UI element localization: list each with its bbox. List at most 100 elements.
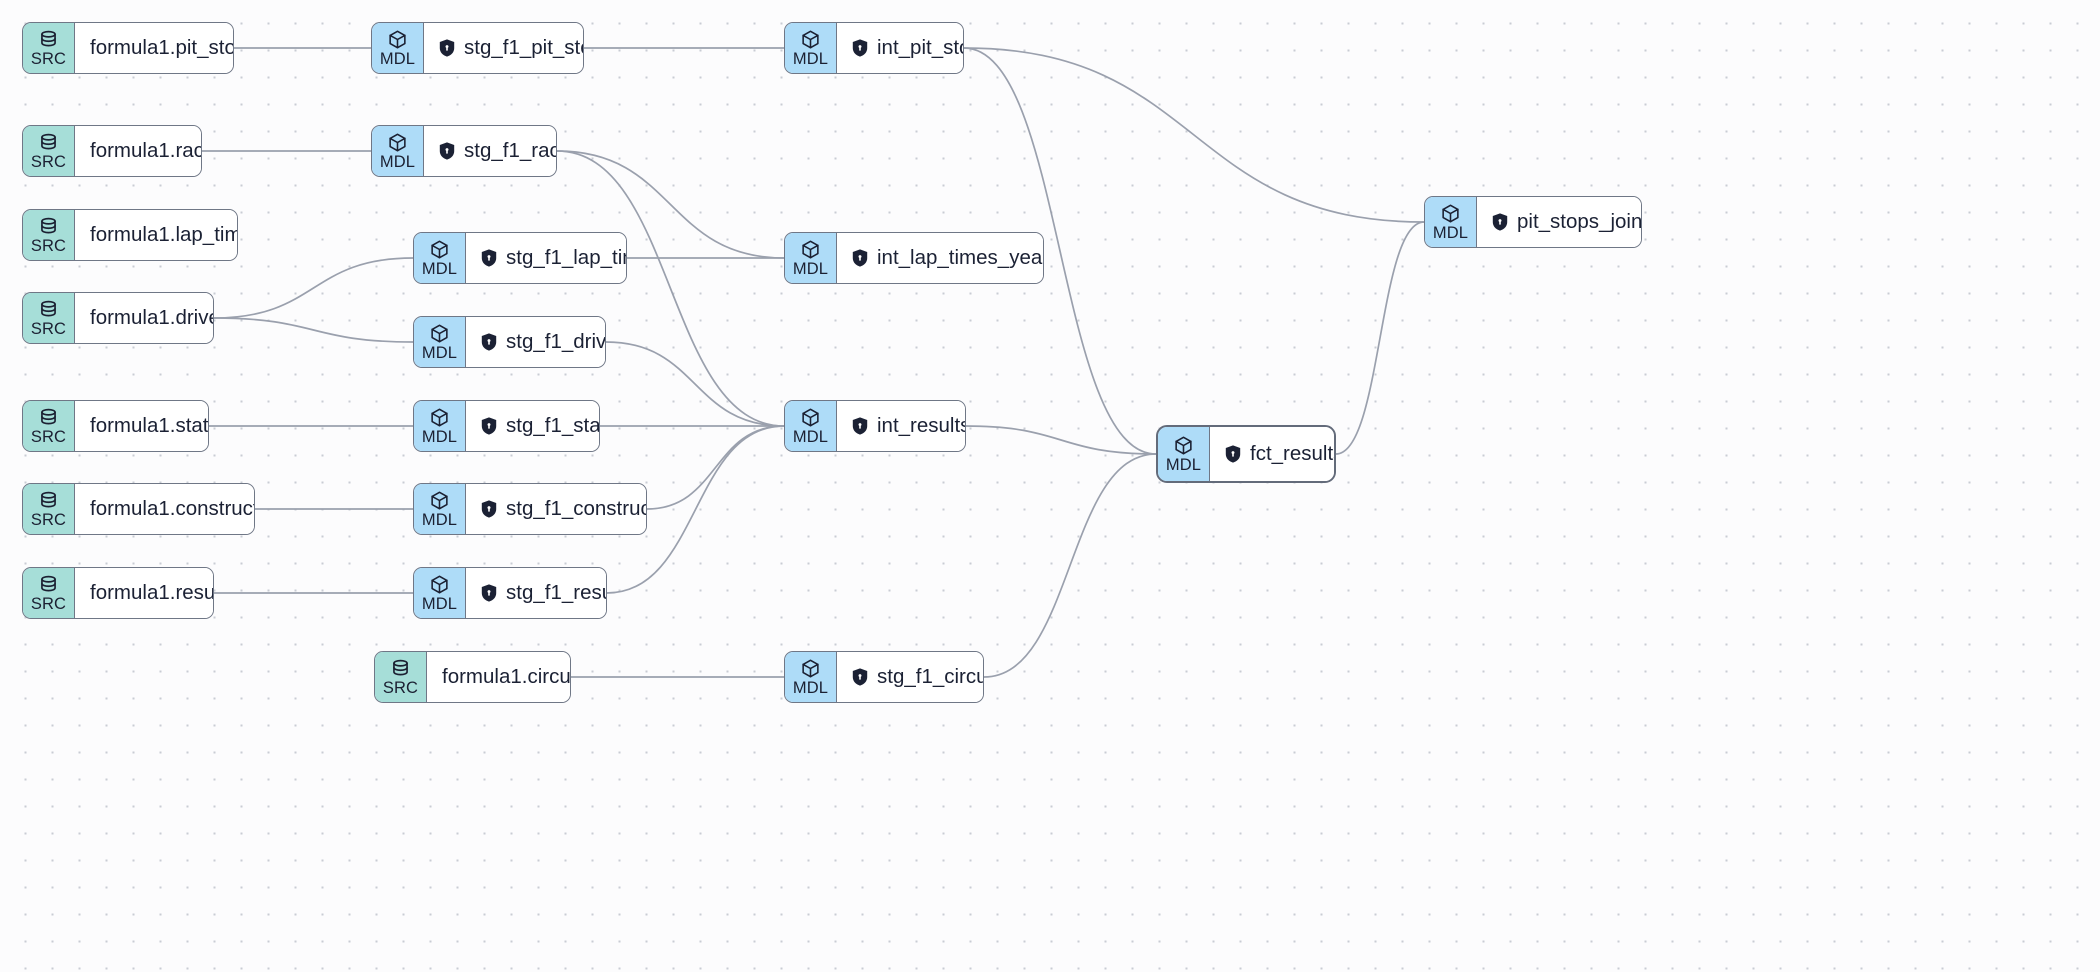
model-badge: MDL: [372, 126, 424, 176]
node-body: formula1.results: [75, 568, 213, 618]
node-int_results[interactable]: MDL int_results: [784, 400, 966, 452]
node-label: fct_results: [1250, 441, 1336, 465]
database-icon: [38, 574, 59, 595]
node-body: formula1.status: [75, 401, 209, 451]
shield-icon: [1225, 445, 1241, 463]
source-badge: SRC: [23, 484, 75, 534]
database-icon: [390, 658, 411, 679]
node-label: formula1.status: [90, 413, 209, 437]
source-badge: SRC: [375, 652, 427, 702]
node-label: stg_f1_circuits: [877, 664, 983, 688]
node-label: formula1.lap_times: [90, 222, 237, 246]
shield-icon: [481, 249, 497, 267]
node-src_circuits[interactable]: SRC formula1.circuits: [374, 651, 571, 703]
badge-label: MDL: [792, 50, 829, 69]
database-icon: [38, 216, 59, 237]
model-badge: MDL: [1158, 427, 1210, 481]
badge-label: MDL: [421, 260, 458, 279]
node-stg_circuits[interactable]: MDL stg_f1_circuits: [784, 651, 984, 703]
database-icon: [38, 29, 59, 50]
model-badge: MDL: [785, 233, 837, 283]
node-label: pit_stops_joined: [1517, 209, 1642, 233]
badge-label: SRC: [30, 50, 67, 69]
node-body: stg_f1_drivers: [466, 317, 605, 367]
shield-icon: [481, 417, 497, 435]
model-badge: MDL: [785, 23, 837, 73]
cube-icon: [1440, 203, 1461, 224]
edge-src_drivers-to-stg_drivers: [213, 317, 414, 343]
badge-label: SRC: [30, 428, 67, 447]
cube-icon: [387, 132, 408, 153]
node-stg_lap_times[interactable]: MDL stg_f1_lap_times: [413, 232, 627, 284]
node-label: int_pit_stops: [877, 35, 963, 59]
badge-label: MDL: [792, 679, 829, 698]
node-src_lap_times[interactable]: SRC formula1.lap_times: [22, 209, 238, 261]
badge-label: SRC: [30, 595, 67, 614]
node-body: fct_results: [1210, 427, 1336, 481]
node-label: formula1.results: [90, 580, 213, 604]
badge-label: SRC: [30, 237, 67, 256]
cube-icon: [429, 574, 450, 595]
node-src_status[interactable]: SRC formula1.status: [22, 400, 209, 452]
node-body: int_lap_times_years: [837, 233, 1043, 283]
edge-int_results-to-fct_results: [965, 425, 1157, 455]
cube-icon: [429, 239, 450, 260]
cube-icon: [1173, 435, 1194, 456]
node-label: formula1.pit_stops: [90, 35, 233, 59]
node-body: stg_f1_constructors: [466, 484, 646, 534]
node-src_pit_stops[interactable]: SRC formula1.pit_stops: [22, 22, 234, 74]
database-icon: [38, 407, 59, 428]
node-body: formula1.pit_stops: [75, 23, 233, 73]
node-body: int_results: [837, 401, 966, 451]
node-body: stg_f1_races: [424, 126, 556, 176]
model-badge: MDL: [785, 401, 837, 451]
node-label: stg_f1_results: [506, 580, 606, 604]
shield-icon: [852, 39, 868, 57]
node-fct_results[interactable]: MDL fct_results: [1156, 425, 1336, 483]
shield-icon: [481, 333, 497, 351]
model-badge: MDL: [785, 652, 837, 702]
badge-label: MDL: [379, 50, 416, 69]
node-stg_races[interactable]: MDL stg_f1_races: [371, 125, 557, 177]
edge-src_drivers-to-stg_lap_times: [213, 257, 414, 319]
node-label: stg_f1_constructors: [506, 496, 646, 520]
node-label: stg_f1_races: [464, 138, 556, 162]
model-badge: MDL: [414, 233, 466, 283]
node-body: stg_f1_pit_stops: [424, 23, 583, 73]
database-icon: [38, 490, 59, 511]
node-body: formula1.races: [75, 126, 201, 176]
node-label: stg_f1_status: [506, 413, 600, 437]
cube-icon: [800, 239, 821, 260]
node-src_results[interactable]: SRC formula1.results: [22, 567, 214, 619]
cube-icon: [429, 490, 450, 511]
database-icon: [38, 132, 59, 153]
shield-icon: [439, 142, 455, 160]
badge-label: SRC: [382, 679, 419, 698]
node-src_drivers[interactable]: SRC formula1.drivers: [22, 292, 214, 344]
node-stg_results[interactable]: MDL stg_f1_results: [413, 567, 607, 619]
node-int_pit_stops[interactable]: MDL int_pit_stops: [784, 22, 964, 74]
node-label: int_results: [877, 413, 966, 437]
edge-stg_constructors-to-int_results: [646, 425, 785, 510]
node-stg_pit_stops[interactable]: MDL stg_f1_pit_stops: [371, 22, 584, 74]
badge-label: MDL: [792, 428, 829, 447]
node-label: formula1.drivers: [90, 305, 213, 329]
node-body: formula1.circuits: [427, 652, 570, 702]
node-body: stg_f1_lap_times: [466, 233, 626, 283]
model-badge: MDL: [414, 568, 466, 618]
node-body: stg_f1_circuits: [837, 652, 983, 702]
source-badge: SRC: [23, 293, 75, 343]
source-badge: SRC: [23, 568, 75, 618]
cube-icon: [387, 29, 408, 50]
edge-int_pit_stops-to-pit_stops_joined: [963, 47, 1425, 223]
shield-icon: [852, 417, 868, 435]
